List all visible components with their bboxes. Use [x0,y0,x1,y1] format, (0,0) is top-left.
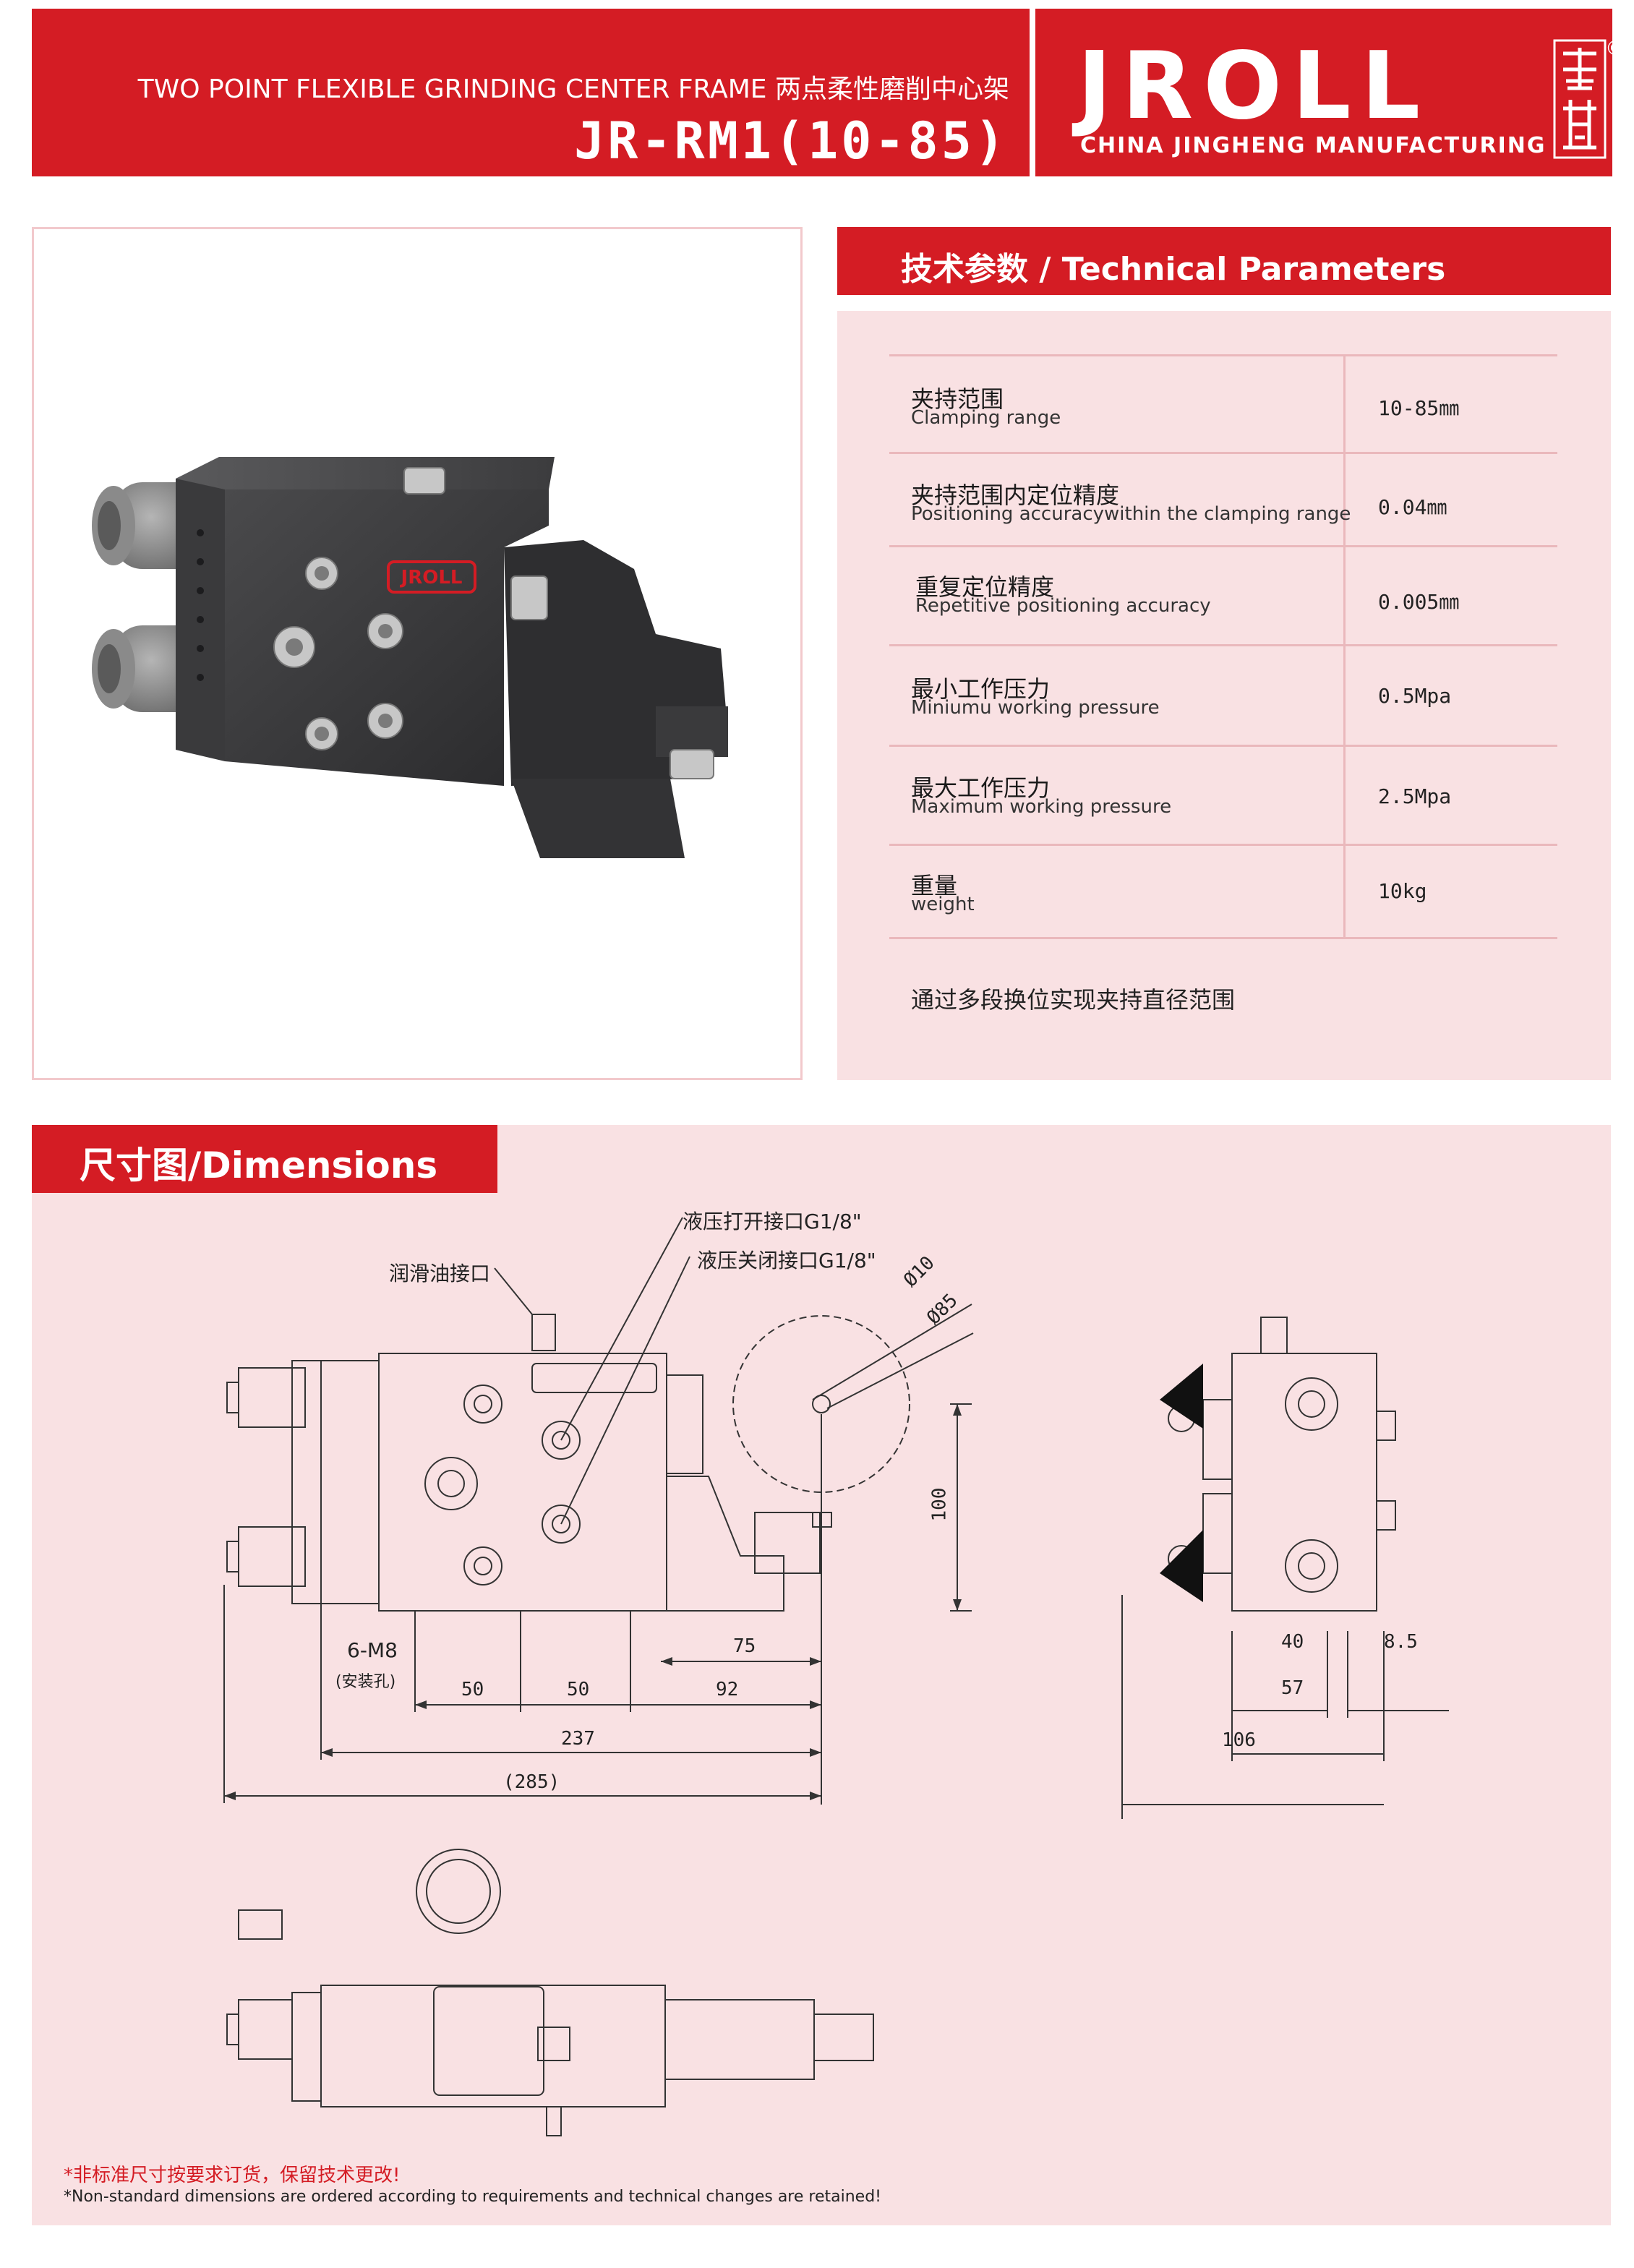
header-banner: TWO POINT FLEXIBLE GRINDING CENTER FRAME… [32,9,1625,176]
tech-note: 通过多段换位实现夹持直径范围 [911,986,1236,1014]
dimensions-panel: 尺寸图/Dimensions [32,1125,1611,2225]
hyd-open-port-label: 液压打开接口G1/8" [683,1210,862,1233]
bolt-label: 6-M8 [347,1638,398,1662]
dimensions-heading-text: 尺寸图/Dimensions [80,1144,438,1186]
param-row: 最小工作压力 Miniumu working pressure 0.5Mpa [889,644,1557,745]
params-table: 夹持范围 Clamping range 10-85㎜ 夹持范围内定位精度 Pos… [889,354,1557,939]
header-divider [1030,9,1035,176]
param-name-en: Maximum working pressure [911,796,1172,818]
param-name-en: Clamping range [911,407,1061,429]
company-name: CHINA JINGHENG MANUFACTURING [1080,133,1547,158]
dimensions-heading: 尺寸图/Dimensions [32,1125,497,1193]
param-row: 夹持范围内定位精度 Positioning accuracywithin the… [889,452,1557,545]
param-value: 2.5Mpa [1378,784,1452,808]
tech-heading-text: 技术参数 / Technical Parameters [901,251,1446,288]
param-name-cn: 重复定位精度 [915,573,1055,601]
dim-106: 106 [1222,1729,1256,1751]
hyd-close-port-label: 液压关闭接口G1/8" [697,1249,876,1272]
tech-params-panel: 夹持范围 Clamping range 10-85㎜ 夹持范围内定位精度 Pos… [837,311,1611,1080]
param-name-en: Positioning accuracywithin the clamping … [911,503,1351,525]
dim-100: 100 [928,1487,951,1522]
dim-285: (285) [503,1771,560,1793]
product-photo-panel: JROLL [32,227,803,1080]
footnote-en: *Non-standard dimensions are ordered acc… [64,2188,881,2206]
param-name-cn: 最大工作压力 [911,774,1051,802]
param-name-cn: 重量 [911,872,958,899]
param-row: 重量 weight 10kg [889,844,1557,939]
dimension-drawing [223,1217,1449,2136]
model-number: JR-RM1(10-85) [574,111,1008,171]
param-name-cn: 夹持范围 [911,385,1004,413]
brand-seal [1553,39,1607,159]
lube-port-label: 润滑油接口 [389,1262,491,1285]
brand-logo: JROLL [1077,33,1431,140]
param-value: 10-85㎜ [1378,396,1460,420]
dim-8-5: 8.5 [1384,1631,1418,1653]
param-name-en: weight [911,894,975,915]
param-name-cn: 最小工作压力 [911,675,1051,703]
param-row: 夹持范围 Clamping range 10-85㎜ [889,354,1557,452]
param-value: 0.04㎜ [1378,495,1447,519]
param-row: 重复定位精度 Repetitive positioning accuracy 0… [889,545,1557,644]
dim-40: 40 [1281,1631,1304,1653]
param-value: 0.5Mpa [1378,684,1452,708]
dim-237: 237 [561,1728,595,1750]
product-image: JROLL [92,457,728,858]
param-name-en: Repetitive positioning accuracy [915,595,1211,617]
tech-params-heading: 技术参数 / Technical Parameters [837,227,1611,295]
svg-text:JROLL: JROLL [400,567,463,589]
dim-57: 57 [1281,1677,1304,1699]
param-value: 0.005㎜ [1378,590,1460,614]
dim-75: 75 [733,1635,756,1657]
product-title: TWO POINT FLEXIBLE GRINDING CENTER FRAME… [137,74,1009,104]
bolt-note-label: (安装孔) [335,1673,396,1691]
copyright-icon: © [1605,36,1625,60]
param-row: 最大工作压力 Maximum working pressure 2.5Mpa [889,745,1557,844]
seal-icon [1553,39,1607,159]
footnote-cn: *非标准尺寸按要求订货，保留技术更改! [64,2165,401,2186]
dim-50b: 50 [567,1679,590,1700]
dim-92: 92 [716,1679,739,1700]
dim-50a: 50 [461,1679,484,1700]
param-name-en: Miniumu working pressure [911,697,1160,719]
param-name-cn: 夹持范围内定位精度 [911,482,1120,509]
param-value: 10kg [1378,879,1427,903]
